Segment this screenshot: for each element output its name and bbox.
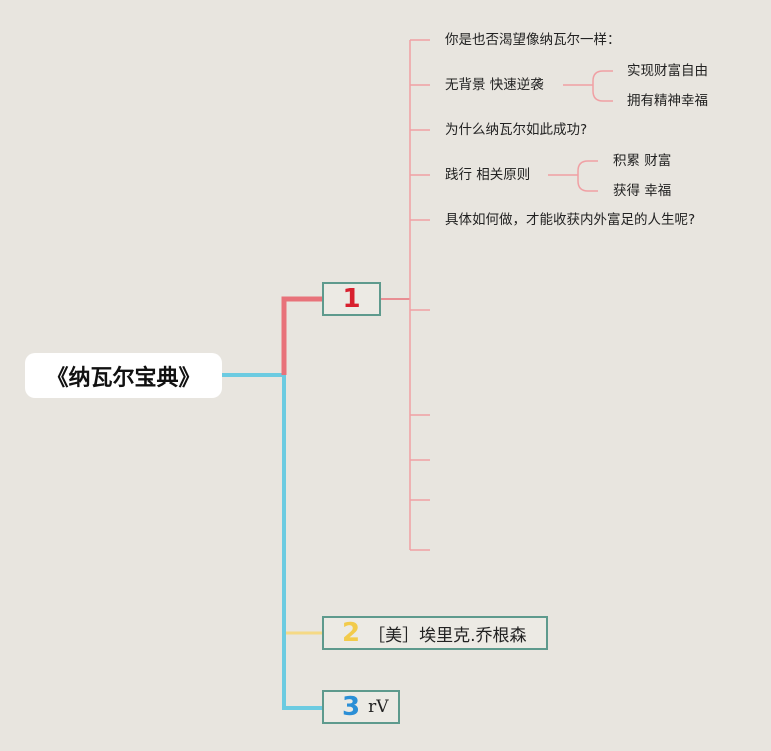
branch-3-label: rV xyxy=(368,697,389,717)
leaf-spiritual-happiness[interactable]: 拥有精神幸福 xyxy=(627,93,708,109)
leaf-gain-happiness[interactable]: 获得 幸福 xyxy=(613,183,672,199)
branch-2-label: ［美］埃里克.乔根森 xyxy=(368,625,527,646)
sub-bracket-1 xyxy=(563,70,613,102)
branch1-ticks xyxy=(410,39,430,551)
branch-1-node[interactable]: 1 xyxy=(322,282,381,316)
branch-2-number: 2 xyxy=(342,618,361,648)
leaf-question-1[interactable]: 你是也否渴望像纳瓦尔一样： xyxy=(445,32,621,48)
root-node[interactable]: 《纳瓦尔宝典》 xyxy=(25,353,222,398)
branch-2-node[interactable]: 2 ［美］埃里克.乔根森 xyxy=(322,616,548,650)
branch-3-node[interactable]: 3 rV xyxy=(322,690,400,724)
leaf-no-background[interactable]: 无背景 快速逆袭 xyxy=(445,77,544,93)
branch-1-connector xyxy=(281,296,323,375)
leaf-accumulate-wealth[interactable]: 积累 财富 xyxy=(613,153,672,169)
branch-1-number: 1 xyxy=(342,284,361,314)
root-title: 《纳瓦尔宝典》 xyxy=(46,365,201,391)
leaf-practice-principles[interactable]: 践行 相关原则 xyxy=(445,167,531,183)
leaf-why-success[interactable]: 为什么纳瓦尔如此成功? xyxy=(445,122,588,138)
branch-3-connector xyxy=(282,375,323,710)
sub-bracket-2 xyxy=(548,160,598,192)
leaf-how-to-do[interactable]: 具体如何做，才能收获内外富足的人生呢? xyxy=(445,212,696,228)
leaf-financial-freedom[interactable]: 实现财富自由 xyxy=(627,63,708,79)
branch-3-number: 3 xyxy=(342,692,361,722)
